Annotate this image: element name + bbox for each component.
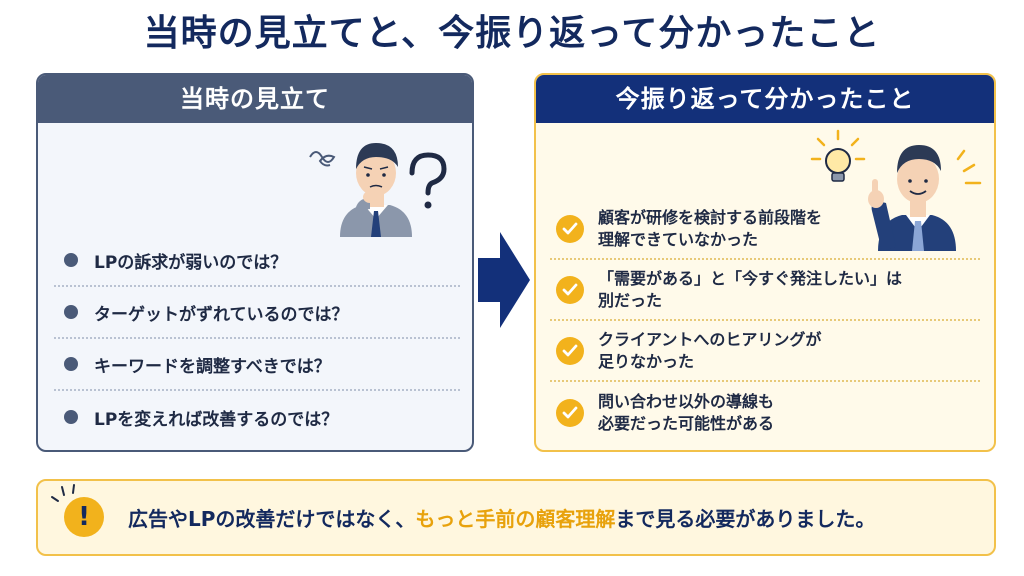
- alert-rays-icon: [51, 484, 75, 502]
- list-item: キーワードを調整すべきでは？: [54, 339, 460, 391]
- list-item: LPの訴求が弱いのでは？: [54, 235, 460, 287]
- bullet-dot-icon: [64, 305, 78, 319]
- idea-businessman-icon: [810, 129, 982, 251]
- list-item: LPを変えれば改善するのでは？: [54, 391, 460, 443]
- conclusion-text-highlight: もっと手前の顧客理解: [415, 507, 616, 531]
- check-circle-icon: [556, 398, 584, 427]
- list-item-text: ターゲットがずれているのでは？: [94, 304, 349, 325]
- conclusion-text: 広告やLPの改善だけではなく、もっと手前の顧客理解まで見る必要がありました。: [128, 503, 875, 532]
- list-item-text: クライアントへのヒアリングが 足りなかった: [598, 329, 822, 371]
- conclusion-text-after: まで見る必要がありました。: [615, 507, 876, 531]
- alert-wrap: !: [38, 479, 128, 556]
- check-circle-icon: [556, 275, 584, 304]
- lessons-learned-header: 今振り返って分かったこと: [536, 75, 994, 123]
- lessons-learned-panel: 今振り返って分かったこと: [534, 73, 996, 452]
- initial-hypothesis-list: LPの訴求が弱いのでは？ ターゲットがずれているのでは？ キーワードを調整すべき…: [54, 235, 460, 443]
- list-item: クライアントへのヒアリングが 足りなかった: [550, 321, 980, 382]
- list-item-text: 顧客が研修を検討する前段階を 理解できていなかった: [598, 207, 823, 249]
- confused-businessman-icon: [309, 143, 447, 237]
- list-item: 問い合わせ以外の導線も 必要だった可能性がある: [550, 382, 980, 443]
- list-item-text: LPを変えれば改善するのでは？: [94, 409, 339, 430]
- list-item-text: 「需要がある」と「今すぐ発注したい」は 別だった: [598, 268, 903, 310]
- right-arrow-icon: [478, 232, 530, 328]
- bullet-dot-icon: [64, 357, 78, 371]
- check-circle-icon: [556, 336, 584, 365]
- page-title: 当時の見立てと、今振り返って分かったこと: [143, 13, 881, 54]
- bullet-dot-icon: [64, 410, 78, 424]
- bullet-dot-icon: [64, 253, 78, 267]
- check-circle-icon: [556, 214, 584, 243]
- list-item: ターゲットがずれているのでは？: [54, 287, 460, 339]
- lessons-learned-list: 顧客が研修を検討する前段階を 理解できていなかった 「需要がある」と「今すぐ発注…: [550, 199, 980, 443]
- list-item-text: 問い合わせ以外の導線も 必要だった可能性がある: [598, 391, 775, 433]
- initial-hypothesis-panel: 当時の見立て LPの訴求が弱いのでは？ ターゲットがずれているのでは？: [36, 73, 474, 452]
- list-item: 「需要がある」と「今すぐ発注したい」は 別だった: [550, 260, 980, 321]
- initial-hypothesis-header: 当時の見立て: [38, 75, 472, 123]
- list-item-text: LPの訴求が弱いのでは？: [94, 252, 288, 273]
- conclusion-text-before: 広告やLPの改善だけではなく、: [128, 507, 416, 531]
- conclusion-banner: ! 広告やLPの改善だけではなく、もっと手前の顧客理解まで見る必要がありました。: [36, 479, 996, 556]
- list-item: 顧客が研修を検討する前段階を 理解できていなかった: [550, 199, 980, 260]
- list-item-text: キーワードを調整すべきでは？: [94, 356, 331, 377]
- exclamation-icon: !: [64, 497, 104, 537]
